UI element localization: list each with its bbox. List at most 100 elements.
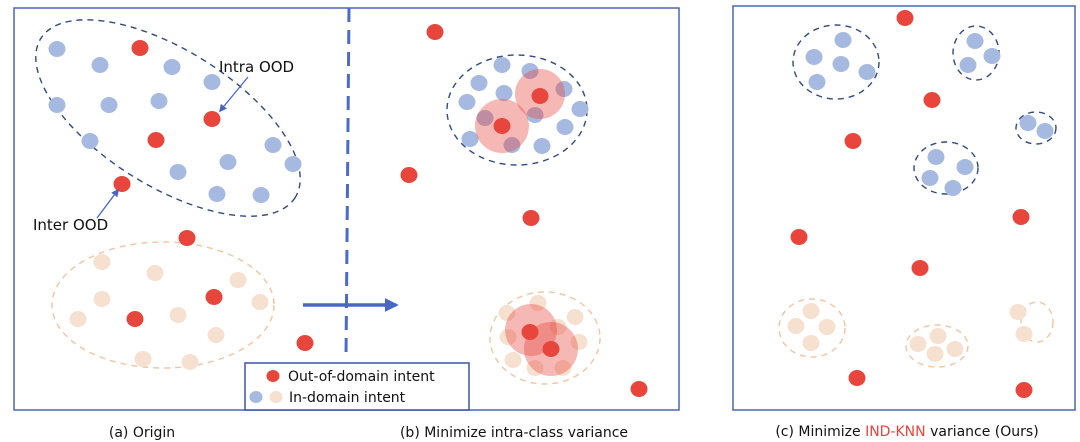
- ood-point: [848, 370, 866, 386]
- cluster-boundary-tan: [489, 291, 601, 385]
- in-domain-point-tan: [909, 336, 927, 352]
- cluster-boundary-blue: [35, 19, 301, 217]
- in-domain-point-blue: [493, 57, 511, 73]
- in-domain-point-blue: [983, 48, 1001, 64]
- legend: Out-of-domain intent In-domain intent: [244, 362, 470, 411]
- ood-point: [531, 88, 549, 104]
- in-domain-point-tan: [526, 360, 544, 376]
- ood-point: [178, 230, 196, 246]
- in-domain-point-blue: [495, 85, 513, 101]
- ood-point: [205, 289, 223, 305]
- in-domain-point-blue: [944, 180, 962, 196]
- in-domain-point-blue: [1036, 123, 1054, 139]
- ood-point: [522, 210, 540, 226]
- ood-point: [131, 40, 149, 56]
- in-domain-point-blue: [805, 49, 823, 65]
- in-domain-point-tan: [134, 351, 152, 367]
- ood-point: [203, 111, 221, 127]
- legend-ood-label: Out-of-domain intent: [288, 369, 435, 385]
- in-domain-point-blue: [264, 137, 282, 153]
- in-domain-point-blue: [571, 101, 589, 117]
- in-domain-point-tan: [946, 341, 964, 357]
- cluster-boundary-blue: [1015, 111, 1057, 145]
- ood-point: [126, 311, 144, 327]
- in-domain-point-tan: [570, 334, 588, 350]
- ood-point: [911, 260, 929, 276]
- in-domain-point-blue: [858, 64, 876, 80]
- in-domain-point-blue: [208, 186, 226, 202]
- caption-c-suffix: variance (Ours): [926, 424, 1039, 440]
- ood-point: [147, 132, 165, 148]
- in-domain-point-blue: [966, 33, 984, 49]
- in-domain-point-tan: [93, 254, 111, 270]
- ood-point: [1012, 209, 1030, 225]
- in-domain-point-blue: [533, 138, 551, 154]
- in-domain-point-tan: [169, 307, 187, 323]
- in-domain-point-tan: [926, 346, 944, 362]
- ood-point: [844, 133, 862, 149]
- in-domain-point-blue: [203, 74, 221, 90]
- ood-point: [630, 381, 648, 397]
- in-domain-point-blue: [526, 107, 544, 123]
- in-domain-point-tan: [251, 294, 269, 310]
- legend-ood-dot: [266, 370, 280, 382]
- in-domain-point-blue: [252, 187, 270, 203]
- in-domain-point-tan: [802, 303, 820, 319]
- in-domain-point-tan: [802, 335, 820, 351]
- legend-ind-label: In-domain intent: [289, 390, 406, 406]
- in-domain-point-blue: [808, 74, 826, 90]
- ood-point: [521, 324, 539, 340]
- in-domain-point-tan: [1015, 326, 1033, 342]
- in-domain-point-tan: [566, 309, 584, 325]
- in-domain-point-blue: [48, 97, 66, 113]
- ood-point: [493, 118, 511, 134]
- in-domain-point-blue: [927, 149, 945, 165]
- legend-ind-tan-dot: [269, 391, 283, 403]
- in-domain-point-blue: [150, 93, 168, 109]
- in-domain-point-blue: [284, 156, 302, 172]
- panel-c-frame: [732, 5, 1076, 411]
- caption-c-highlight: IND-KNN: [865, 424, 926, 440]
- in-domain-point-blue: [163, 59, 181, 75]
- ood-point: [790, 229, 808, 245]
- ood-point: [923, 92, 941, 108]
- in-domain-point-tan: [529, 295, 547, 311]
- in-domain-point-tan: [499, 329, 517, 345]
- cluster-boundary-tan: [905, 324, 969, 368]
- in-domain-point-blue: [91, 57, 109, 73]
- ood-point: [426, 24, 444, 40]
- in-domain-point-tan: [93, 291, 111, 307]
- in-domain-point-tan: [787, 318, 805, 334]
- in-domain-point-blue: [503, 137, 521, 153]
- ood-point: [542, 341, 560, 357]
- in-domain-point-tan: [1009, 304, 1027, 320]
- cluster-boundary-tan: [1020, 301, 1054, 343]
- caption-a: (a) Origin: [109, 425, 175, 441]
- inter-ood-arrow: [96, 188, 119, 219]
- ood-point: [1015, 382, 1033, 398]
- in-domain-point-tan: [504, 352, 522, 368]
- in-domain-point-tan: [181, 354, 199, 370]
- cluster-boundary-tan: [778, 298, 846, 358]
- in-domain-point-blue: [1019, 115, 1037, 131]
- in-domain-point-tan: [498, 305, 516, 321]
- in-domain-point-blue: [458, 94, 476, 110]
- in-domain-point-tan: [229, 272, 247, 288]
- in-domain-point-tan: [929, 328, 947, 344]
- in-domain-point-tan: [207, 327, 225, 343]
- ood-point: [296, 335, 314, 351]
- in-domain-point-blue: [461, 131, 479, 147]
- legend-ind-blue-dot: [249, 391, 263, 403]
- cluster-boundary-tan: [51, 241, 275, 369]
- in-domain-point-blue: [959, 57, 977, 73]
- in-domain-point-blue: [48, 41, 66, 57]
- divider-dashed-line: [344, 7, 351, 359]
- in-domain-point-tan: [549, 319, 567, 335]
- cluster-boundary-blue: [913, 141, 979, 195]
- in-domain-point-blue: [832, 56, 850, 72]
- in-domain-point-tan: [554, 360, 572, 376]
- in-domain-point-tan: [69, 311, 87, 327]
- in-domain-point-blue: [956, 159, 974, 175]
- intra-ood-arrow: [219, 76, 249, 113]
